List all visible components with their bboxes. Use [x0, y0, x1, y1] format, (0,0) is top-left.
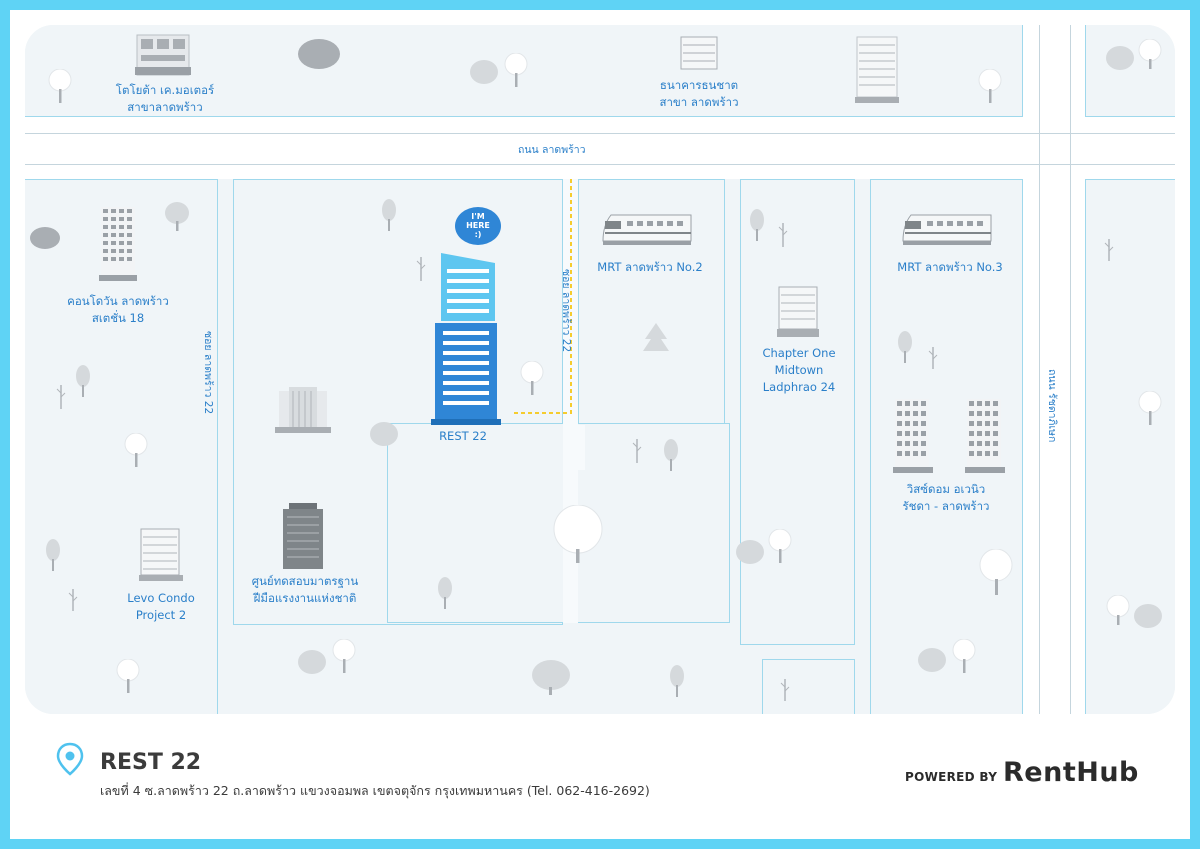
label-ladprao-road: ถนน ลาดพร้าว	[512, 141, 592, 158]
building-icon	[777, 286, 819, 337]
ratchada-road	[1023, 25, 1085, 714]
road-line	[25, 133, 1175, 134]
block	[1085, 25, 1175, 117]
alley	[563, 425, 585, 470]
tree-icon	[1106, 595, 1130, 625]
label-mrt3: MRT ลาดพร้าว No.3	[897, 260, 1003, 274]
tree-icon	[116, 659, 140, 693]
marker-line1: I'M	[471, 212, 485, 221]
label-soi22-right: ซอย ลาดพร้าว 22	[560, 269, 572, 353]
powered-by-label: POWERED BY	[905, 770, 998, 784]
bush-icon	[30, 227, 60, 249]
bush-icon	[370, 422, 398, 446]
label-rest22[interactable]: REST 22	[439, 429, 487, 443]
label-bank: ธนาคารธนชาต สาขา ลาดพร้าว	[659, 78, 739, 109]
building-icon	[680, 36, 718, 70]
bush-icon	[470, 60, 498, 84]
label-soi22-left: ซอย ลาดพร้าว 22	[202, 331, 214, 415]
building-icon	[99, 207, 137, 281]
tree-icon	[416, 257, 426, 281]
tree-icon	[56, 385, 66, 409]
footer-address: เลขที่ 4 ซ.ลาดพร้าว 22 ถ.ลาดพร้าว แขวงจอ…	[100, 783, 650, 798]
road-line	[1039, 25, 1040, 714]
bush-icon	[532, 660, 570, 695]
tree-icon	[778, 223, 788, 247]
tree-icon	[76, 365, 90, 397]
building-icon	[893, 399, 933, 473]
tree-icon	[632, 439, 642, 463]
bush-icon	[1106, 46, 1134, 70]
route-path	[513, 179, 572, 414]
block	[1085, 179, 1175, 714]
label-levo: Levo Condo Project 2	[127, 591, 195, 622]
tree-icon	[68, 589, 78, 611]
label-ratchada-road: ถนน รัชดาภิเษก	[1046, 369, 1058, 443]
tree-icon	[46, 539, 60, 571]
footer-title: REST 22	[100, 750, 202, 775]
building-icon	[283, 503, 323, 569]
tree-icon	[928, 347, 938, 369]
tree-icon	[553, 505, 603, 563]
label-condo-one: คอนโดวัน ลาดพร้าว สเตชั่น 18	[67, 294, 169, 325]
road-line	[1070, 25, 1071, 714]
tree-icon	[438, 577, 452, 609]
bush-icon	[736, 540, 764, 564]
bush-icon	[1134, 604, 1162, 628]
road-line	[25, 164, 1175, 165]
building-icon	[135, 34, 191, 76]
label-chapter-one: Chapter One Midtown Ladphrao 24	[762, 346, 836, 394]
marker-line3: :)	[474, 230, 482, 239]
tree-icon	[750, 209, 764, 241]
label-whizdom: วิสซ์ดอม อเวนิว รัชดา - ลาดพร้าว	[902, 482, 990, 513]
tree-icon	[780, 679, 790, 701]
tree-icon	[504, 53, 528, 87]
tree-icon	[1138, 39, 1162, 69]
speech-bubble-icon: I'M HERE :)	[455, 207, 501, 245]
bush-icon	[298, 39, 340, 69]
block	[762, 659, 855, 714]
train-icon	[602, 214, 692, 245]
building-icon	[965, 399, 1005, 473]
label-skills-center: ศูนย์ทดสอบมาตรฐาน ฝีมือแรงงานแห่งชาติ	[251, 574, 359, 605]
tree-icon	[979, 549, 1013, 595]
location-pin-icon	[56, 742, 84, 776]
label-mrt2: MRT ลาดพร้าว No.2	[597, 260, 703, 274]
building-icon	[139, 528, 183, 581]
tree-icon	[382, 199, 396, 231]
tree-icon	[1104, 239, 1114, 261]
tree-icon	[768, 529, 792, 563]
tree-icon	[670, 665, 684, 697]
tree-icon	[332, 639, 356, 673]
building-icon	[275, 387, 331, 433]
train-icon	[902, 214, 992, 245]
bush-icon	[165, 202, 189, 231]
tree-icon	[124, 433, 148, 467]
tree-icon	[664, 439, 678, 471]
block	[740, 179, 855, 645]
tree-icon	[520, 361, 544, 395]
bush-icon	[298, 650, 326, 674]
map-area[interactable]: I'M HERE :) โตโยต้า เค.มอเตอร์ สาขาลาดพร…	[25, 25, 1175, 714]
renthub-logo[interactable]: RentHub	[1003, 757, 1139, 788]
building-icon	[855, 36, 899, 103]
tree-icon	[952, 639, 976, 673]
bush-icon	[918, 648, 946, 672]
tree-icon	[643, 323, 669, 351]
marker-line2: HERE	[466, 221, 490, 230]
label-toyota: โตโยต้า เค.มอเตอร์ สาขาลาดพร้าว	[115, 83, 215, 114]
tree-icon	[1138, 391, 1162, 425]
tree-icon	[978, 69, 1002, 103]
ladprao-road	[25, 117, 1175, 179]
rest22-building-icon[interactable]	[429, 251, 503, 427]
tree-icon	[48, 69, 72, 103]
tree-icon	[898, 331, 912, 363]
